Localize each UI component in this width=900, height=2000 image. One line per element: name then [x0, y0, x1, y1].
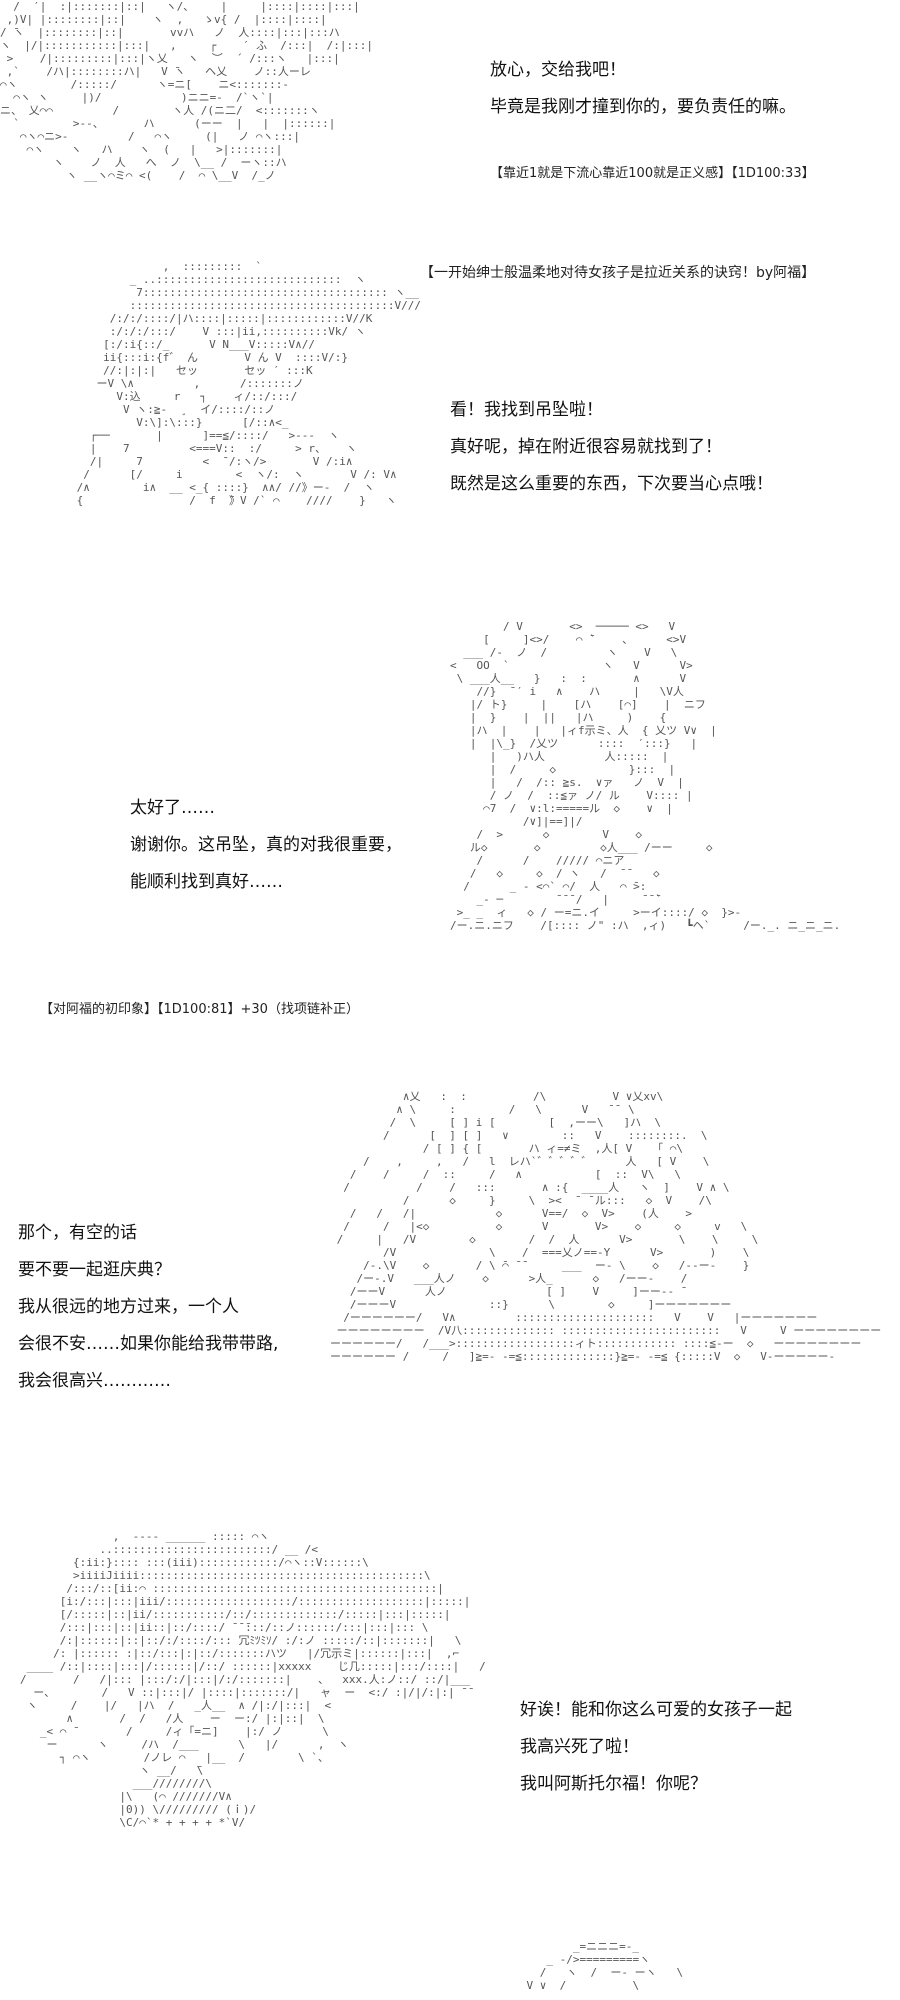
panel-4: ∧乂 : : /\ V ∨乂xv\ ∧ \ : / \ V ̄ ̄ \ / \ … [0, 1080, 900, 1510]
ascii-art-character-5: , ---- ______ ::::: ⌒ヽ ..:::::::::::::::… [20, 1530, 486, 1829]
panel-3: / V <> ───── <> V [ ]<>/ ⌒ ̄` 、 <>V ___ … [0, 610, 900, 1070]
dice-note: 【对阿福的初印象】【1D100:81】+30（找项链补正） [40, 1002, 359, 1017]
dialog-box: 太好了…… 谢谢你。这吊坠，真的对我很重要， 能顺利找到真好…… [130, 790, 402, 901]
dialog-line: 好诶！能和你这么可爱的女孩子一起 [520, 1700, 792, 1720]
ascii-art-next-character: _=ニニニ=-_ _ -/>=========ヽ / ヽ / ー‐ ーヽ \ V… [526, 1940, 684, 1992]
dialog-box: 那个，有空的话 要不要一起逛庆典？ 我从很远的地方过来，一个人 会很不安……如果… [18, 1215, 278, 1400]
ascii-art-character-4: ∧乂 : : /\ V ∨乂xv\ ∧ \ : / \ V ̄ ̄ \ / \ … [330, 1090, 882, 1363]
panel-2: , ::::::::: ` _ ..::::::::::::::::::::::… [0, 250, 900, 630]
panel-1: / ′| :|:::::::|::| ヽ/、 | |::::|::::|:::|… [0, 0, 900, 240]
author-note: 【一开始绅士般温柔地对待女孩子是拉近关系的诀窍！by阿福】 [420, 265, 816, 281]
ascii-art-character-3: / V <> ───── <> V [ ]<>/ ⌒ ̄` 、 <>V ___ … [450, 620, 841, 932]
dialog-line: 看！我找到吊坠啦！ [450, 400, 603, 420]
dialog-line: 能顺利找到真好…… [130, 872, 283, 892]
dialog-line: 那个，有空的话 [18, 1223, 137, 1243]
dialog-box: 放心，交给我吧！ 毕竟是我刚才撞到你的，要负责任的嘛。 [490, 52, 796, 126]
dialog-line: 我从很远的地方过来，一个人 [18, 1297, 239, 1317]
dialog-box: 看！我找到吊坠啦！ 真好呢，掉在附近很容易就找到了！ 既然是这么重要的东西，下次… [450, 392, 773, 503]
dialog-line: 我叫阿斯托尔福！你呢？ [520, 1774, 707, 1794]
dialog-line: 我高兴死了啦！ [520, 1737, 639, 1757]
dialog-line: 要不要一起逛庆典？ [18, 1260, 171, 1280]
ascii-art-character-1: / ′| :|:::::::|::| ヽ/、 | |::::|::::|:::|… [0, 0, 373, 182]
dialog-line: 太好了…… [130, 798, 215, 818]
dialog-line: 毕竟是我刚才撞到你的，要负责任的嘛。 [490, 97, 796, 117]
dialog-line: 既然是这么重要的东西，下次要当心点哦！ [450, 474, 773, 494]
panel-5: , ---- ______ ::::: ⌒ヽ ..:::::::::::::::… [0, 1530, 900, 2000]
dialog-line: 谢谢你。这吊坠，真的对我很重要， [130, 835, 402, 855]
dialog-line: 会很不安……如果你能给我带带路, [18, 1334, 279, 1354]
dialog-line: 真好呢，掉在附近很容易就找到了！ [450, 437, 722, 457]
ascii-art-character-2: , ::::::::: ` _ ..::::::::::::::::::::::… [76, 260, 421, 507]
dialog-box: 好诶！能和你这么可爱的女孩子一起 我高兴死了啦！ 我叫阿斯托尔福！你呢？ [520, 1692, 792, 1803]
dice-note: 【靠近1就是下流心靠近100就是正义感】【1D100:33】 [490, 166, 815, 181]
dialog-line: 我会很高兴………… [18, 1371, 171, 1391]
dialog-line: 放心，交给我吧！ [490, 60, 626, 80]
